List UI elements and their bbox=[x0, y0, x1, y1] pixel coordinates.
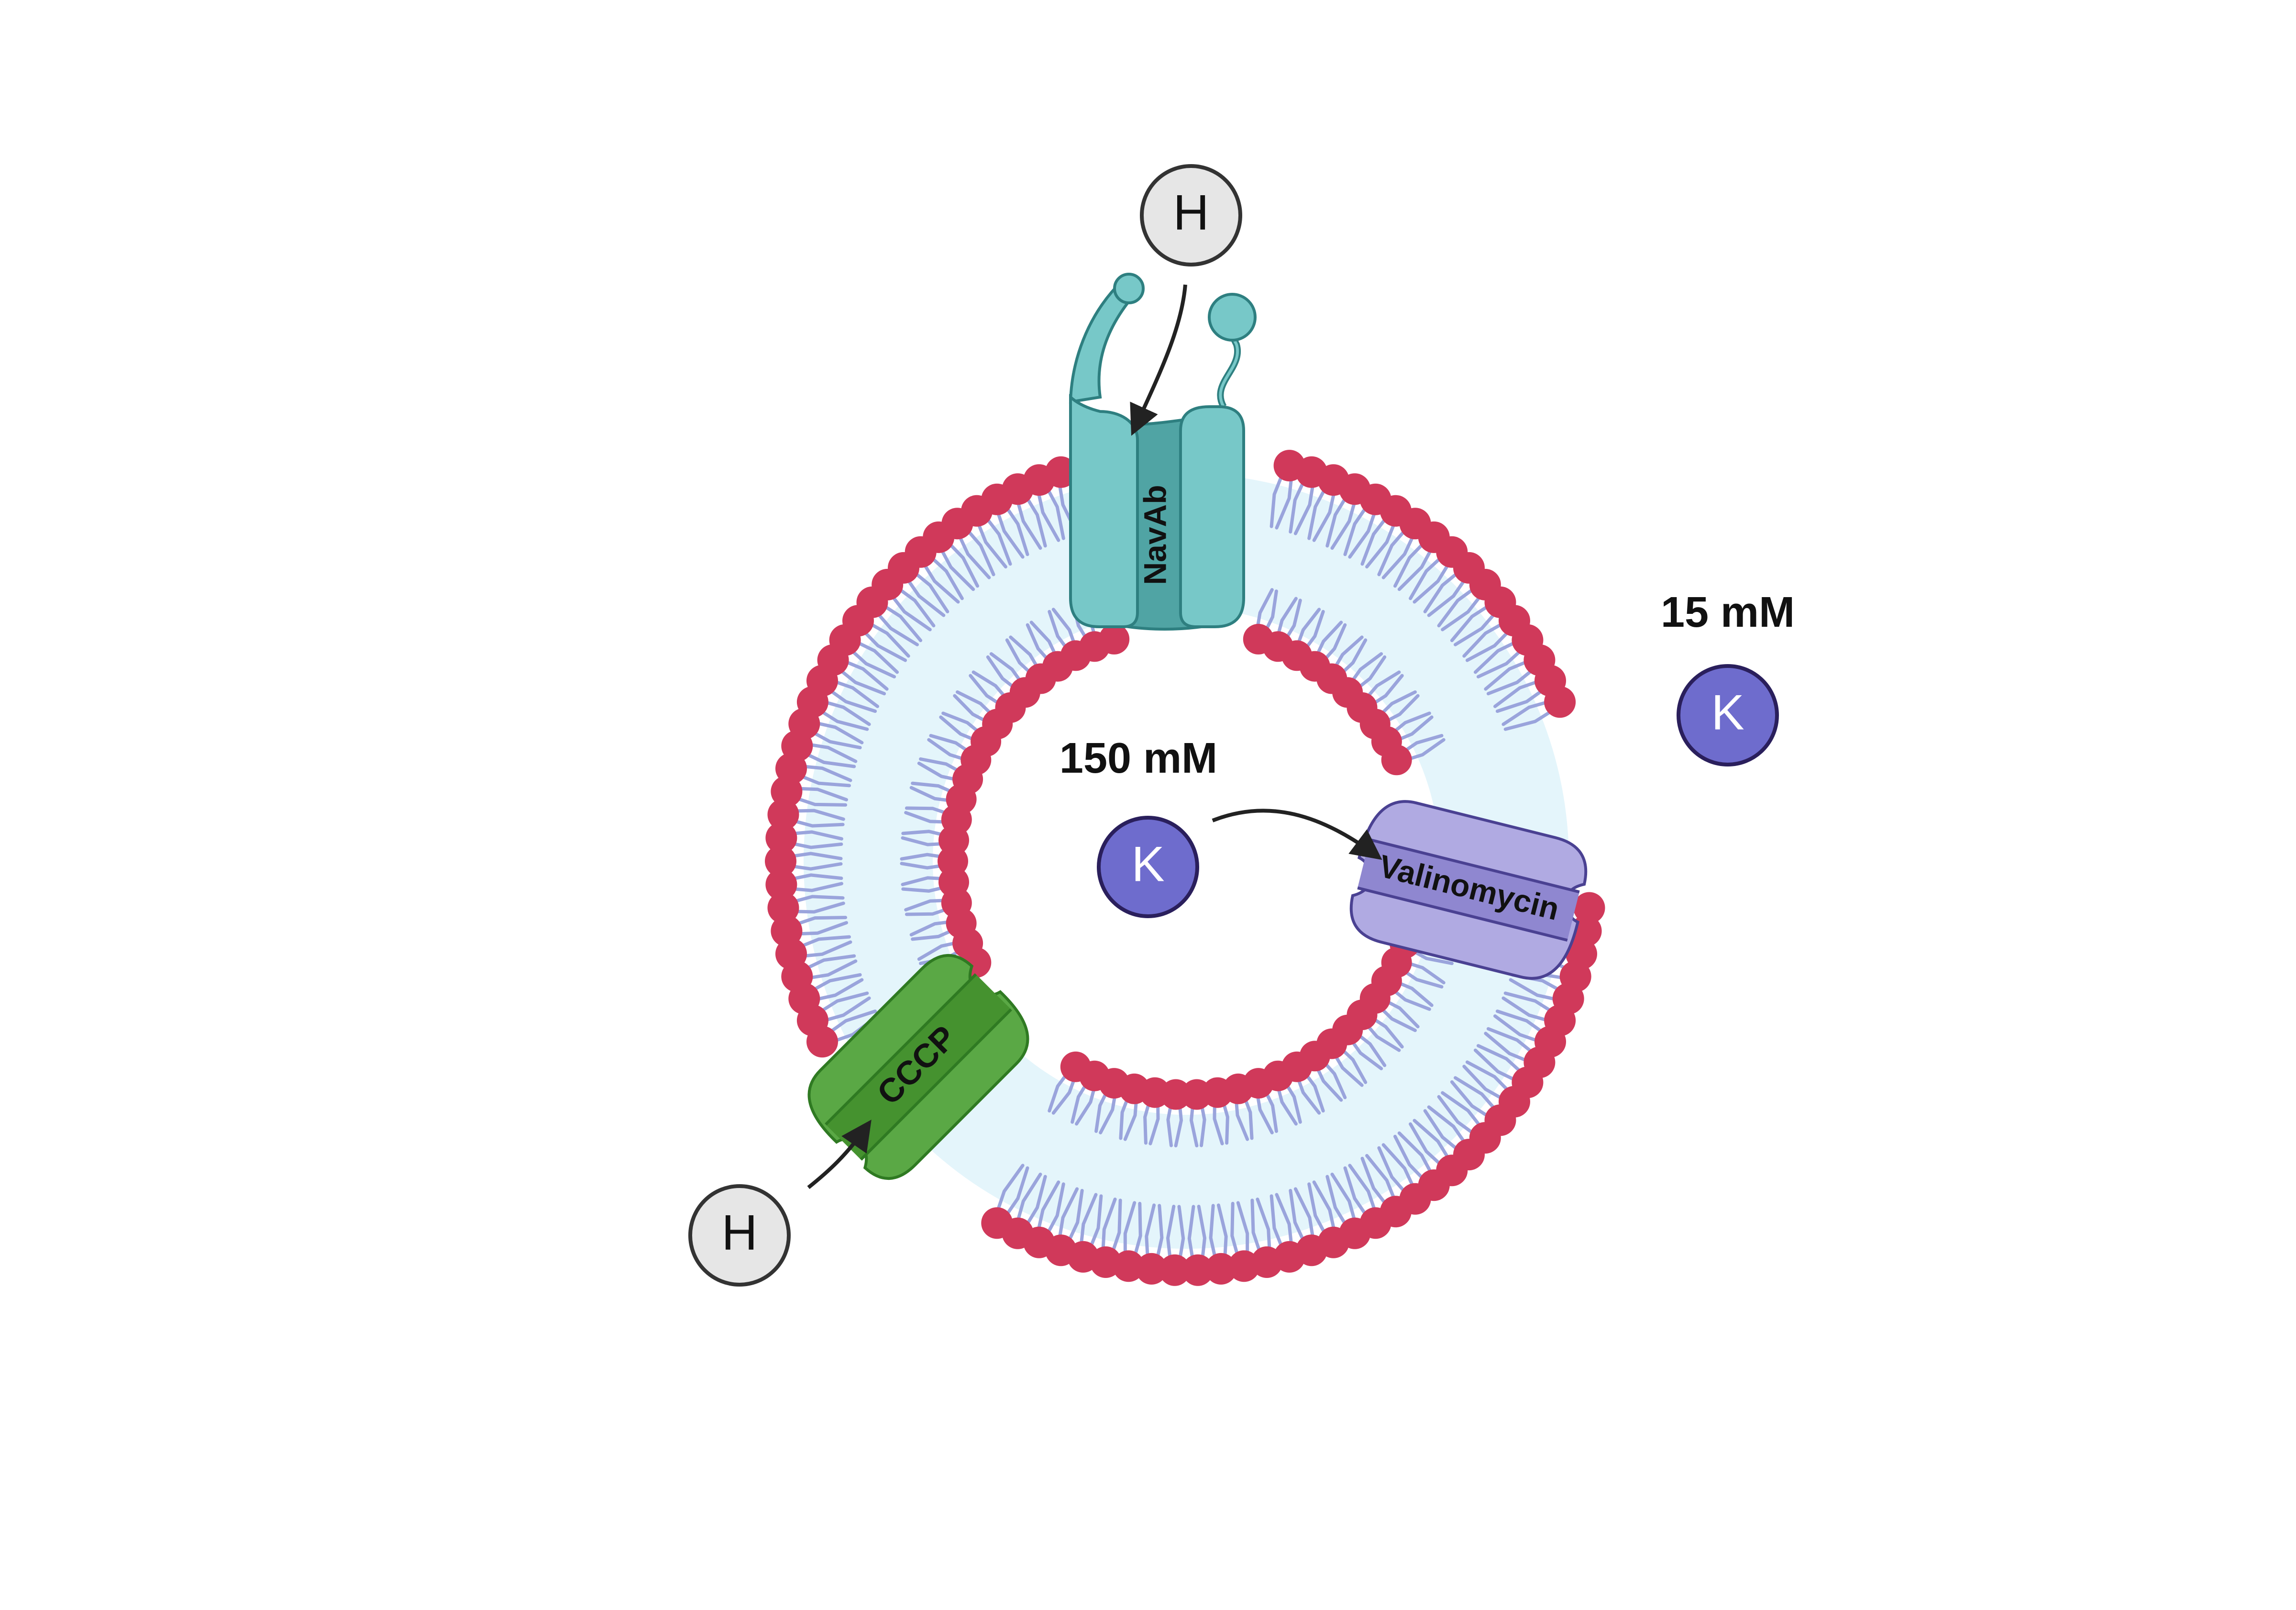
navab-right-subunit bbox=[1179, 405, 1245, 628]
lipid-head bbox=[1205, 1253, 1237, 1285]
concentration-inside-label: 150 mM bbox=[1060, 734, 1217, 782]
lipid-head bbox=[1060, 1051, 1091, 1082]
potassium-outside: K bbox=[1677, 664, 1779, 766]
potassium-inside-badge bbox=[1097, 816, 1199, 918]
proton-top-badge bbox=[1140, 164, 1242, 266]
proton-bottom-badge bbox=[688, 1184, 791, 1287]
lipid-head bbox=[981, 1207, 1013, 1239]
lipid-head bbox=[1228, 1250, 1260, 1282]
concentration-outside-label: 15 mM bbox=[1661, 588, 1795, 636]
navab-left-subunit bbox=[1069, 394, 1139, 628]
lipid-head bbox=[1381, 744, 1412, 776]
lipid-head bbox=[767, 892, 799, 924]
cccp-band bbox=[826, 974, 1011, 1160]
lipid-head bbox=[767, 799, 799, 831]
proton-entry-arrow-navab bbox=[1130, 284, 1187, 436]
potassium-efflux-arrow bbox=[1212, 809, 1382, 860]
lipid-head bbox=[765, 822, 797, 854]
lipid-head bbox=[1136, 1253, 1168, 1285]
potassium-inside: K bbox=[1097, 816, 1199, 918]
lipid-head bbox=[1181, 1079, 1212, 1110]
proton-bottom-label: H bbox=[721, 1205, 757, 1260]
lipid-head bbox=[1182, 1254, 1214, 1286]
potassium-inside-label: K bbox=[1131, 836, 1164, 892]
proton-top-label: H bbox=[1173, 185, 1209, 240]
proton-top: H bbox=[1140, 164, 1242, 266]
potassium-outside-badge bbox=[1677, 664, 1779, 766]
lipid-head bbox=[1544, 686, 1576, 718]
lipid-head bbox=[1573, 892, 1605, 924]
lipid-head bbox=[1099, 623, 1130, 655]
proton-entry-arrow-cccp bbox=[807, 1120, 872, 1189]
valinomycin-carrier: Valinomycin bbox=[1349, 800, 1588, 980]
potassium-outside-label: K bbox=[1711, 685, 1744, 740]
valinomycin-band bbox=[1358, 839, 1579, 941]
lipid-head bbox=[765, 845, 796, 877]
navab-hook-tip bbox=[1113, 273, 1145, 304]
proton-bottom: H bbox=[688, 1184, 791, 1287]
navab-label: NavAb bbox=[1137, 485, 1172, 585]
lipid-head bbox=[1159, 1254, 1191, 1286]
navab-channel: NavAb bbox=[1069, 273, 1257, 631]
lipid-head bbox=[765, 868, 797, 900]
lipid-head bbox=[771, 915, 803, 947]
navab-ball bbox=[1208, 293, 1257, 342]
